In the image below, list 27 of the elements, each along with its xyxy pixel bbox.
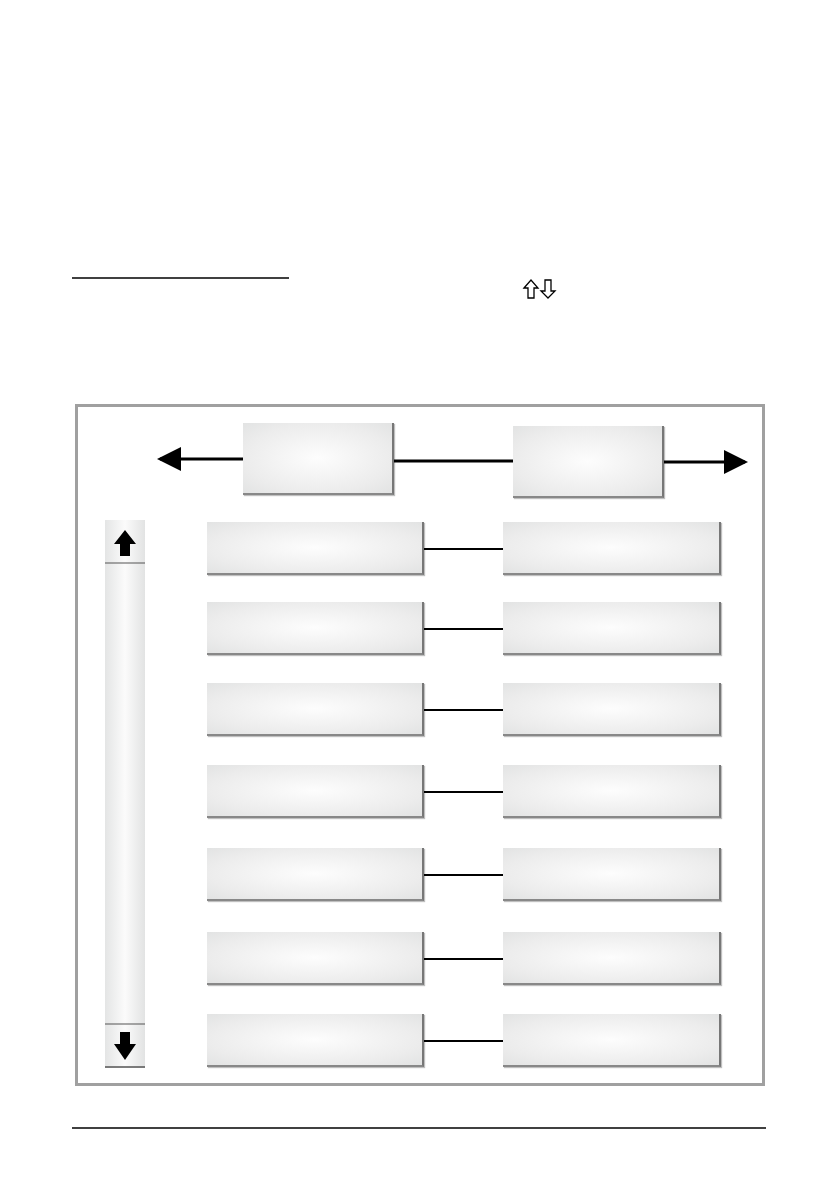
blank-box [513,426,664,498]
blank-box [503,848,721,901]
blank-box [207,1014,424,1067]
blank-box [207,683,424,736]
frame-border [75,404,765,1086]
connector-line [423,548,504,550]
blank-box [207,765,424,818]
blank-box [503,683,721,736]
arrow [157,447,243,471]
blank-box [503,1014,721,1067]
blank-box [207,522,424,575]
blank-box [503,932,721,985]
blank-box [207,602,424,655]
connector-line [423,791,504,793]
connector-line [423,958,504,960]
connector-line [423,709,504,711]
blank-box [207,932,424,985]
blank-box [503,765,721,818]
blank-box [243,423,394,495]
connector-line [423,628,504,630]
connector-line [423,874,504,876]
connector-line [423,1040,504,1042]
connector-line [394,459,513,463]
blank-box [503,522,721,575]
blank-box [207,848,424,901]
blank-box [503,602,721,655]
arrow [664,450,748,474]
